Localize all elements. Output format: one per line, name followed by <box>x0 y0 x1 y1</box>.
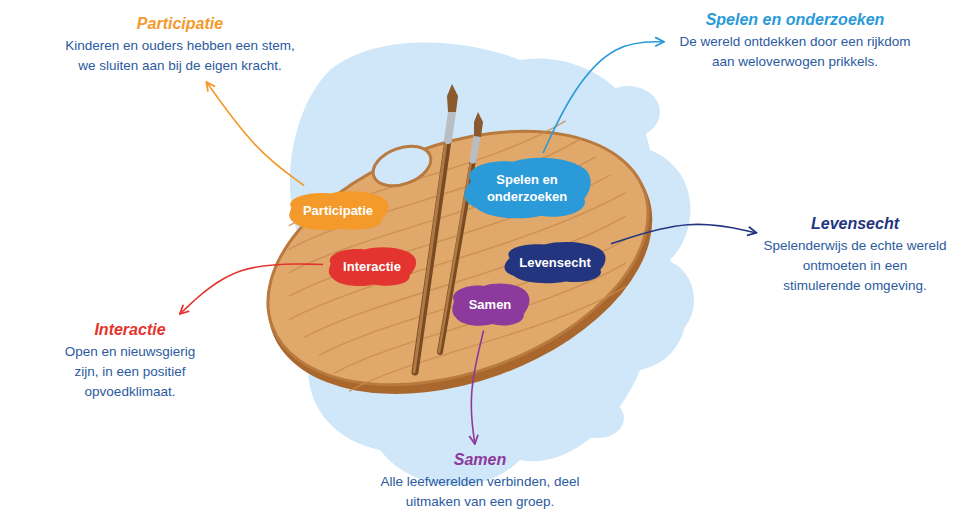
wood-grain <box>303 216 629 340</box>
paint-brush <box>414 84 458 372</box>
blob-label: Levensecht <box>519 254 591 271</box>
curved-arrow <box>180 264 323 314</box>
callout-body: Kinderen en ouders hebben een stem, we s… <box>55 36 305 76</box>
callout-body: De wereld ontdekken door een rijkdom aan… <box>670 32 920 72</box>
callout-heading: Participatie <box>55 14 305 34</box>
paint-blob: Levensecht <box>501 240 609 285</box>
curved-arrow <box>611 224 757 243</box>
curved-arrow <box>543 42 664 153</box>
blob-shape <box>460 155 595 221</box>
blob-label: Interactie <box>343 258 401 275</box>
blob-label: Samen <box>469 296 512 313</box>
curved-arrow <box>206 82 304 186</box>
thumb-hole <box>368 139 437 193</box>
callout-heading: Interactie <box>55 320 205 340</box>
paint-blob: Samen <box>449 280 532 329</box>
callout-text: SamenAlle leefwerelden verbinden, deel u… <box>370 450 590 512</box>
wood-grain <box>348 286 628 393</box>
callout-heading: Levensecht <box>763 214 948 234</box>
curved-arrow <box>471 331 483 445</box>
blob-fill <box>329 247 416 286</box>
blob-label: Spelen en onderzoeken <box>480 171 575 205</box>
wood-grain <box>318 239 628 357</box>
paint-blob: Interactie <box>325 244 419 289</box>
callout-body: Alle leefwerelden verbinden, deel uitmak… <box>370 472 590 512</box>
blob-fill <box>452 283 529 325</box>
wooden-palette <box>231 82 688 442</box>
callout-body: Spelenderwijs de echte wereld ontmoeten … <box>763 236 948 296</box>
callout-body: Open en nieuwsgierig zijn, in een positi… <box>55 342 205 402</box>
paint-blob: Spelen en onderzoeken <box>460 155 595 221</box>
callout-text: Spelen en onderzoekenDe wereld ontdekken… <box>670 10 920 72</box>
blob-fill <box>504 241 605 282</box>
callout-text: InteractieOpen en nieuwsgierig zijn, in … <box>55 320 205 402</box>
callout-heading: Spelen en onderzoeken <box>670 10 920 30</box>
blob-fill <box>464 158 590 219</box>
blob-fill <box>289 191 388 230</box>
callout-text: LevensechtSpelenderwijs de echte wereld … <box>763 214 948 296</box>
blob-label: Participatie <box>303 202 373 219</box>
paint-blob: Participatie <box>285 188 392 233</box>
callout-heading: Samen <box>370 450 590 470</box>
callout-text: ParticipatieKinderen en ouders hebben ee… <box>55 14 305 76</box>
